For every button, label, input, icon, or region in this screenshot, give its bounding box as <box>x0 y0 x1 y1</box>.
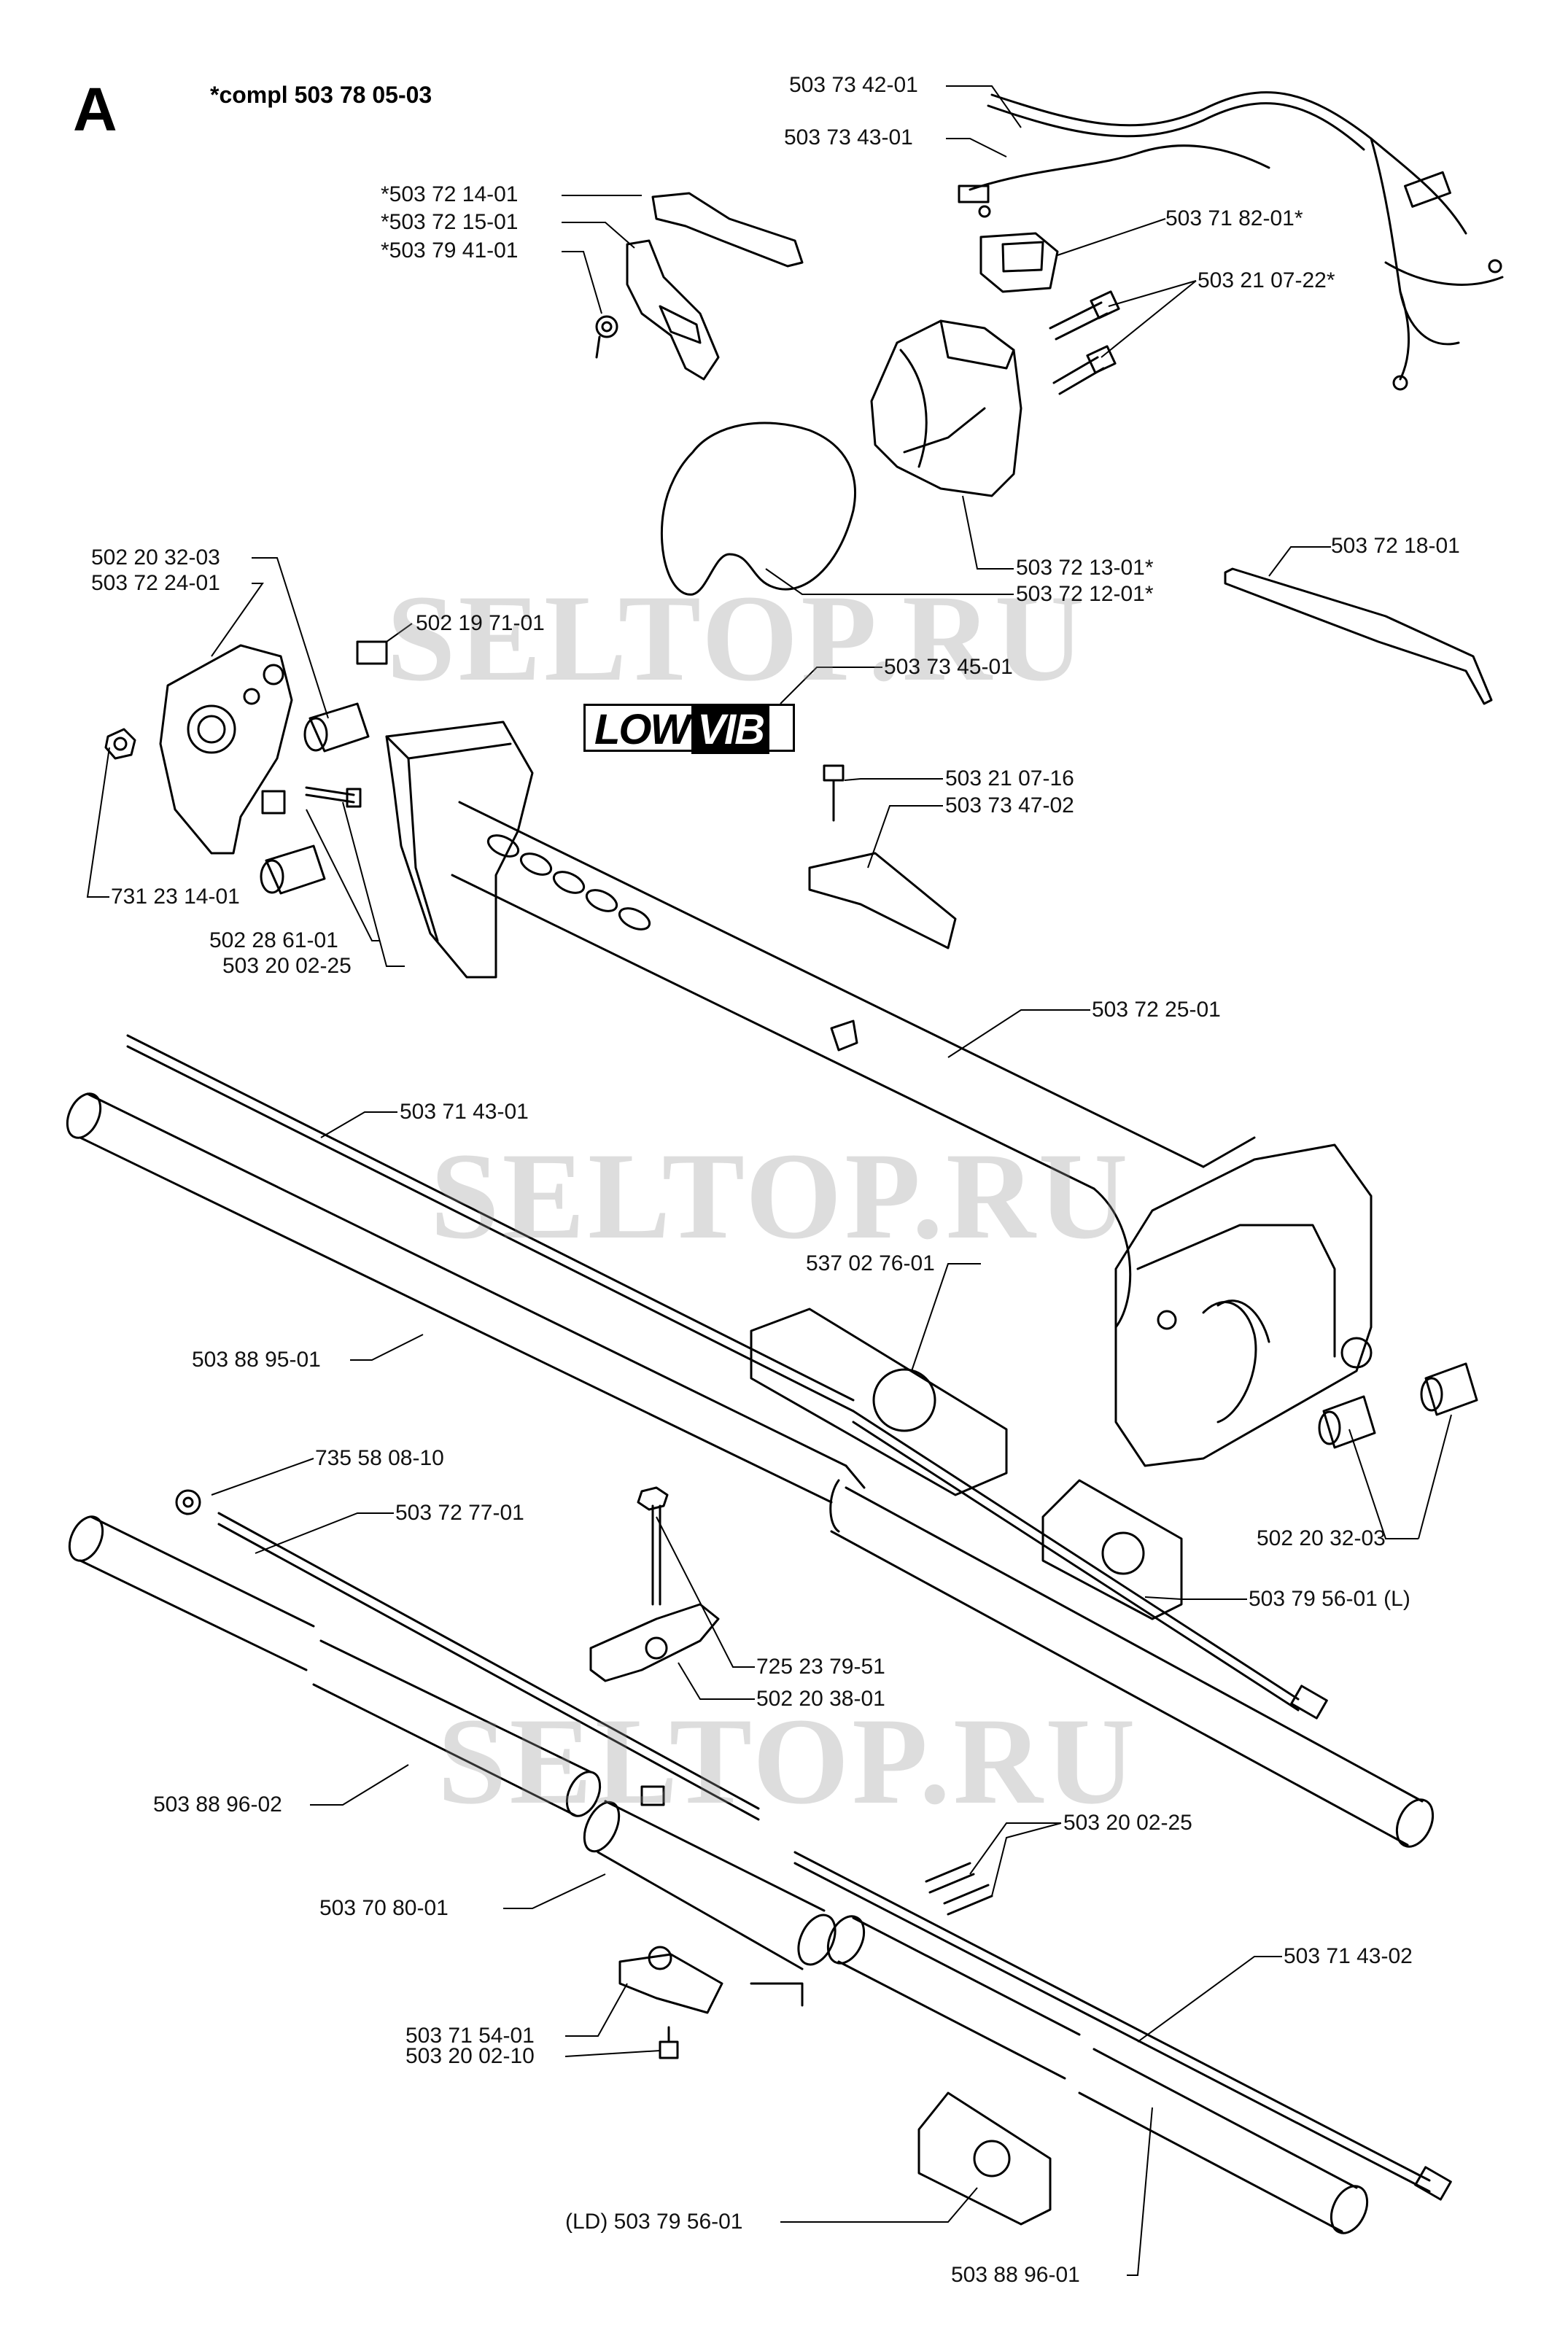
lower-shaft-tube-right <box>826 1915 1369 2234</box>
assembly-note: *compl 503 78 05-03 <box>210 82 432 108</box>
engine-bracket <box>1114 1143 1373 1467</box>
part-label: *503 72 15-01 <box>381 210 519 234</box>
switch-part <box>979 232 1059 293</box>
upper-shaft-tube <box>66 1092 1435 1848</box>
nut-731 <box>104 728 136 760</box>
rubber-dampers-left <box>260 702 370 895</box>
screws-lower <box>925 1862 993 1916</box>
rubber-dampers-right <box>1318 1362 1478 1449</box>
screw-clamp <box>261 786 362 815</box>
small-block <box>356 640 388 665</box>
part-label: *503 79 41-01 <box>381 238 519 263</box>
part-label: 503 70 80-01 <box>319 1896 449 1920</box>
logo-text-low: LOW <box>594 706 690 753</box>
part-label: 503 73 42-01 <box>789 73 918 97</box>
part-label: 503 71 43-01 <box>400 1100 529 1124</box>
part-label: 503 72 13-01* <box>1016 556 1154 580</box>
coupling-tube <box>583 1785 837 2007</box>
bracket-lower <box>618 1946 723 2059</box>
part-label: 503 20 02-25 <box>222 954 352 978</box>
part-label: 503 73 43-01 <box>784 125 913 149</box>
wiring-harness <box>958 91 1504 391</box>
part-label: 502 28 61-01 <box>209 928 338 952</box>
part-label: 503 88 95-01 <box>192 1348 321 1372</box>
part-label: 735 58 08-10 <box>315 1446 444 1470</box>
part-label: 503 72 12-01* <box>1016 582 1154 606</box>
part-label: 502 20 32-03 <box>1257 1526 1386 1550</box>
drive-shaft-upper <box>126 1034 1328 1720</box>
drive-shaft-lower <box>793 1851 1452 2201</box>
bolt-and-knob <box>589 1486 720 1682</box>
watermark: SELTOP.RU <box>438 1693 1138 1830</box>
part-label: 503 71 43-02 <box>1284 1944 1413 1968</box>
part-label: 503 72 18-01 <box>1331 534 1460 558</box>
handle-housing <box>870 319 1022 497</box>
bolt-and-bracket <box>808 764 957 1052</box>
part-label: 725 23 79-51 <box>756 1655 885 1679</box>
part-label: 503 72 24-01 <box>91 571 220 595</box>
decal-ld <box>917 2091 1052 2226</box>
watermark: SELTOP.RU <box>430 1127 1131 1264</box>
part-label: 503 71 82-01* <box>1165 206 1303 230</box>
part-label: 503 79 56-01 (L) <box>1249 1587 1410 1611</box>
main-handle-tube <box>385 720 1256 1329</box>
decal-l <box>1041 1479 1183 1620</box>
screw-lower <box>659 2040 679 2059</box>
screws-top <box>1049 290 1120 395</box>
part-label: 503 88 96-01 <box>951 2263 1080 2287</box>
part-label: 537 02 76-01 <box>806 1251 935 1275</box>
handle-grip <box>660 421 856 596</box>
section-letter: A <box>73 75 117 144</box>
lower-shaft-tube-left <box>68 1515 602 1817</box>
part-label: 503 72 25-01 <box>1092 998 1221 1022</box>
part-label: 503 72 77-01 <box>395 1501 524 1525</box>
part-label: 503 71 54-01 <box>405 2024 535 2048</box>
part-label: 502 19 71-01 <box>416 611 545 635</box>
decal-warning <box>750 1308 1008 1496</box>
part-label: 502 20 38-01 <box>756 1687 885 1711</box>
part-label: 503 73 47-02 <box>945 793 1074 817</box>
spring-bar <box>1224 567 1493 705</box>
part-label: 503 21 07-22* <box>1198 268 1335 292</box>
drive-shaft-middle <box>217 1512 760 1821</box>
part-label: 503 88 96-02 <box>153 1792 282 1817</box>
part-label: 503 21 07-16 <box>945 766 1074 790</box>
logo-text-vib: VIB <box>691 706 769 754</box>
part-label: *503 72 14-01 <box>381 182 519 206</box>
part-label: (LD) 503 79 56-01 <box>565 2210 743 2234</box>
part-label: 731 23 14-01 <box>111 885 240 909</box>
throttle-trigger-parts <box>595 192 804 381</box>
washer <box>175 1489 201 1515</box>
watermark: SELTOP.RU <box>387 570 1087 707</box>
part-label: 502 20 32-03 <box>91 545 220 570</box>
side-clamp <box>159 644 293 855</box>
part-label: 503 73 45-01 <box>884 655 1013 679</box>
part-label: 503 20 02-10 <box>405 2044 535 2068</box>
part-label: 503 20 02-25 <box>1063 1811 1192 1835</box>
